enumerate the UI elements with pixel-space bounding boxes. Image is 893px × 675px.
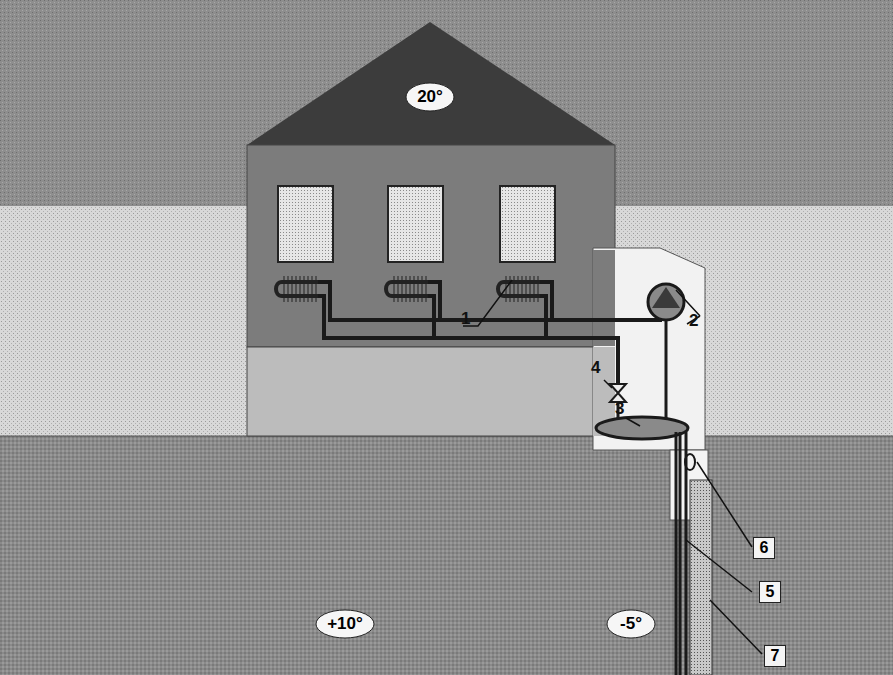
callout-number: 6	[760, 539, 769, 557]
temperature-value: 20°	[417, 87, 443, 107]
callout-box: 7	[764, 645, 786, 667]
callout-number: 2	[689, 312, 698, 329]
temperature-value: +10°	[327, 614, 363, 634]
temperature-value: -5°	[620, 614, 642, 634]
callout-number: 4	[591, 359, 600, 376]
callout-number: 1	[461, 310, 470, 327]
temperature-oval: 20°	[405, 82, 455, 112]
callout-number: 3	[615, 400, 624, 417]
temperature-oval: -5°	[606, 609, 656, 639]
callout-box: 5	[759, 581, 781, 603]
callout-box: 6	[753, 537, 775, 559]
callout-number: 7	[771, 647, 780, 665]
temperature-oval: +10°	[315, 609, 375, 639]
callout-number: 5	[766, 583, 775, 601]
